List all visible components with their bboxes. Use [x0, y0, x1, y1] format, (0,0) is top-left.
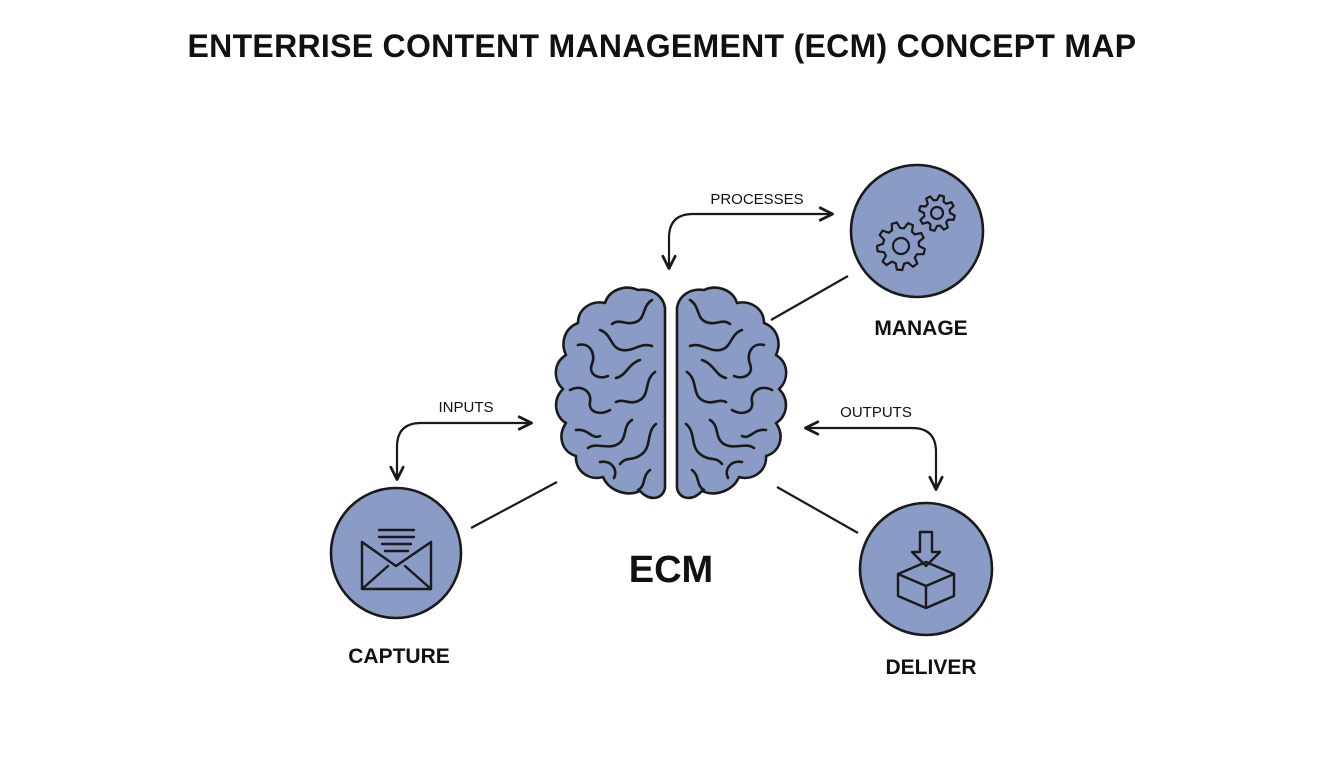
gears-icon: [875, 194, 956, 272]
large-gear-hole: [891, 236, 911, 256]
connector-capture: [470, 481, 558, 529]
deliver-node: [858, 501, 994, 637]
envelope-icon: [360, 528, 433, 591]
small-gear-hole: [929, 205, 945, 221]
page-title: ENTERRISE CONTENT MANAGEMENT (ECM) CONCE…: [187, 28, 1137, 64]
capture-label: CAPTURE: [348, 645, 450, 668]
small-gear: [918, 194, 956, 232]
deliver-label: DELIVER: [885, 656, 977, 679]
capture-node: [329, 486, 463, 620]
center-label: ECM: [628, 549, 714, 591]
processes-label: PROCESSES: [710, 191, 804, 208]
manage-label: MANAGE: [874, 317, 968, 340]
inputs-arrow: [389, 415, 533, 481]
connector-deliver: [776, 486, 859, 534]
inputs-label: INPUTS: [438, 399, 494, 416]
box-download-icon: [896, 530, 956, 610]
large-gear: [875, 221, 926, 272]
connector-manage: [770, 275, 849, 321]
processes-arrow: [661, 206, 834, 270]
manage-node: [849, 163, 985, 299]
brain-icon: [554, 286, 788, 500]
outputs-arrow: [804, 420, 944, 491]
outputs-label: OUTPUTS: [840, 404, 912, 421]
